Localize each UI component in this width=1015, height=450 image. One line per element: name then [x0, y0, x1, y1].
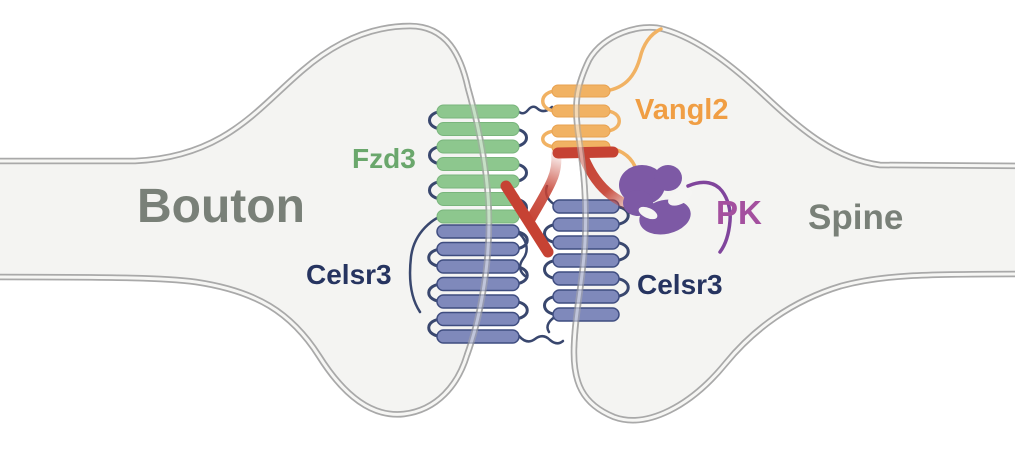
pk-tail-squiggle	[686, 180, 732, 254]
red-left-arm-fading	[524, 147, 562, 227]
celsr3-pre-tail-squiggle	[517, 334, 565, 345]
red-t-bar	[552, 146, 619, 159]
spine-membrane-overlay	[570, 58, 592, 349]
celsr3-postsynaptic-label: Celsr3	[637, 269, 723, 300]
vangl2-n-tail	[603, 27, 663, 93]
celsr3-pre-big-loop	[408, 210, 454, 314]
vangl2-label: Vangl2	[635, 94, 729, 126]
pk-label: PK	[716, 194, 762, 231]
bouton-membrane-overlay	[463, 87, 493, 357]
fzd3-label: Fzd3	[352, 143, 416, 174]
pk-blob	[619, 165, 732, 254]
celsr3-presynaptic-label: Celsr3	[306, 259, 392, 290]
spine-label: Spine	[808, 198, 904, 237]
celsr3-pre-side-wave	[510, 227, 528, 278]
bouton-label: Bouton	[137, 180, 305, 233]
